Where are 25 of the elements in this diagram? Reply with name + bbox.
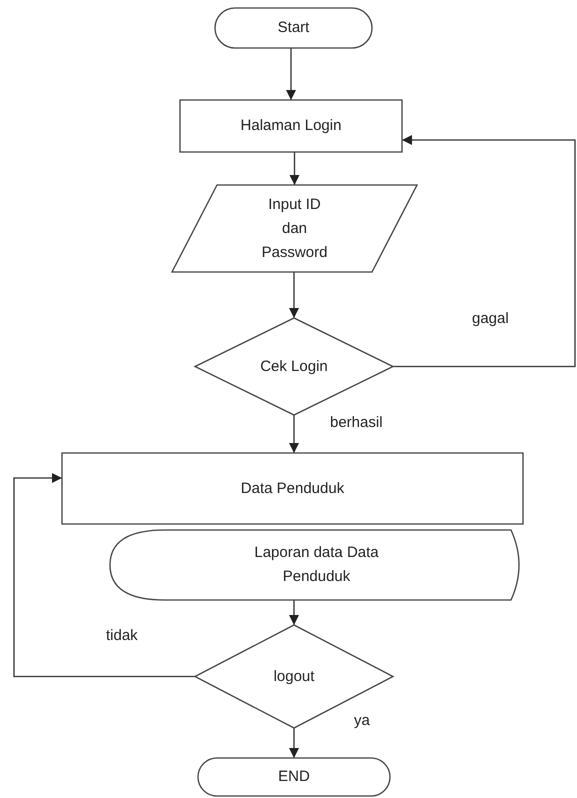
node-text: Data Penduduk [240, 478, 344, 498]
node-text: Halaman Login [240, 116, 342, 136]
arrow [289, 415, 299, 453]
node-text: logout [274, 666, 314, 686]
arrow [290, 152, 300, 185]
node-text: END [278, 767, 310, 787]
process-box [61, 452, 524, 525]
terminal-shape [197, 757, 391, 797]
node-text: Laporan data Data Penduduk [253, 543, 380, 587]
arrow [289, 272, 299, 318]
terminal-shape [214, 7, 373, 49]
decision-diamond [194, 317, 394, 416]
node-text: Cek Login [260, 356, 328, 376]
node-text: Start [278, 18, 310, 38]
display-shape [109, 529, 520, 601]
arrow [289, 600, 299, 625]
decision-diamond [194, 624, 394, 729]
arrow [393, 135, 576, 368]
input-parallelogram [170, 184, 418, 273]
edge-label: gagal [470, 310, 511, 327]
arrow [13, 473, 195, 678]
arrow [286, 48, 296, 100]
process-box [179, 99, 403, 153]
arrow [289, 728, 299, 758]
node-text: Input ID dan Password [260, 194, 328, 262]
